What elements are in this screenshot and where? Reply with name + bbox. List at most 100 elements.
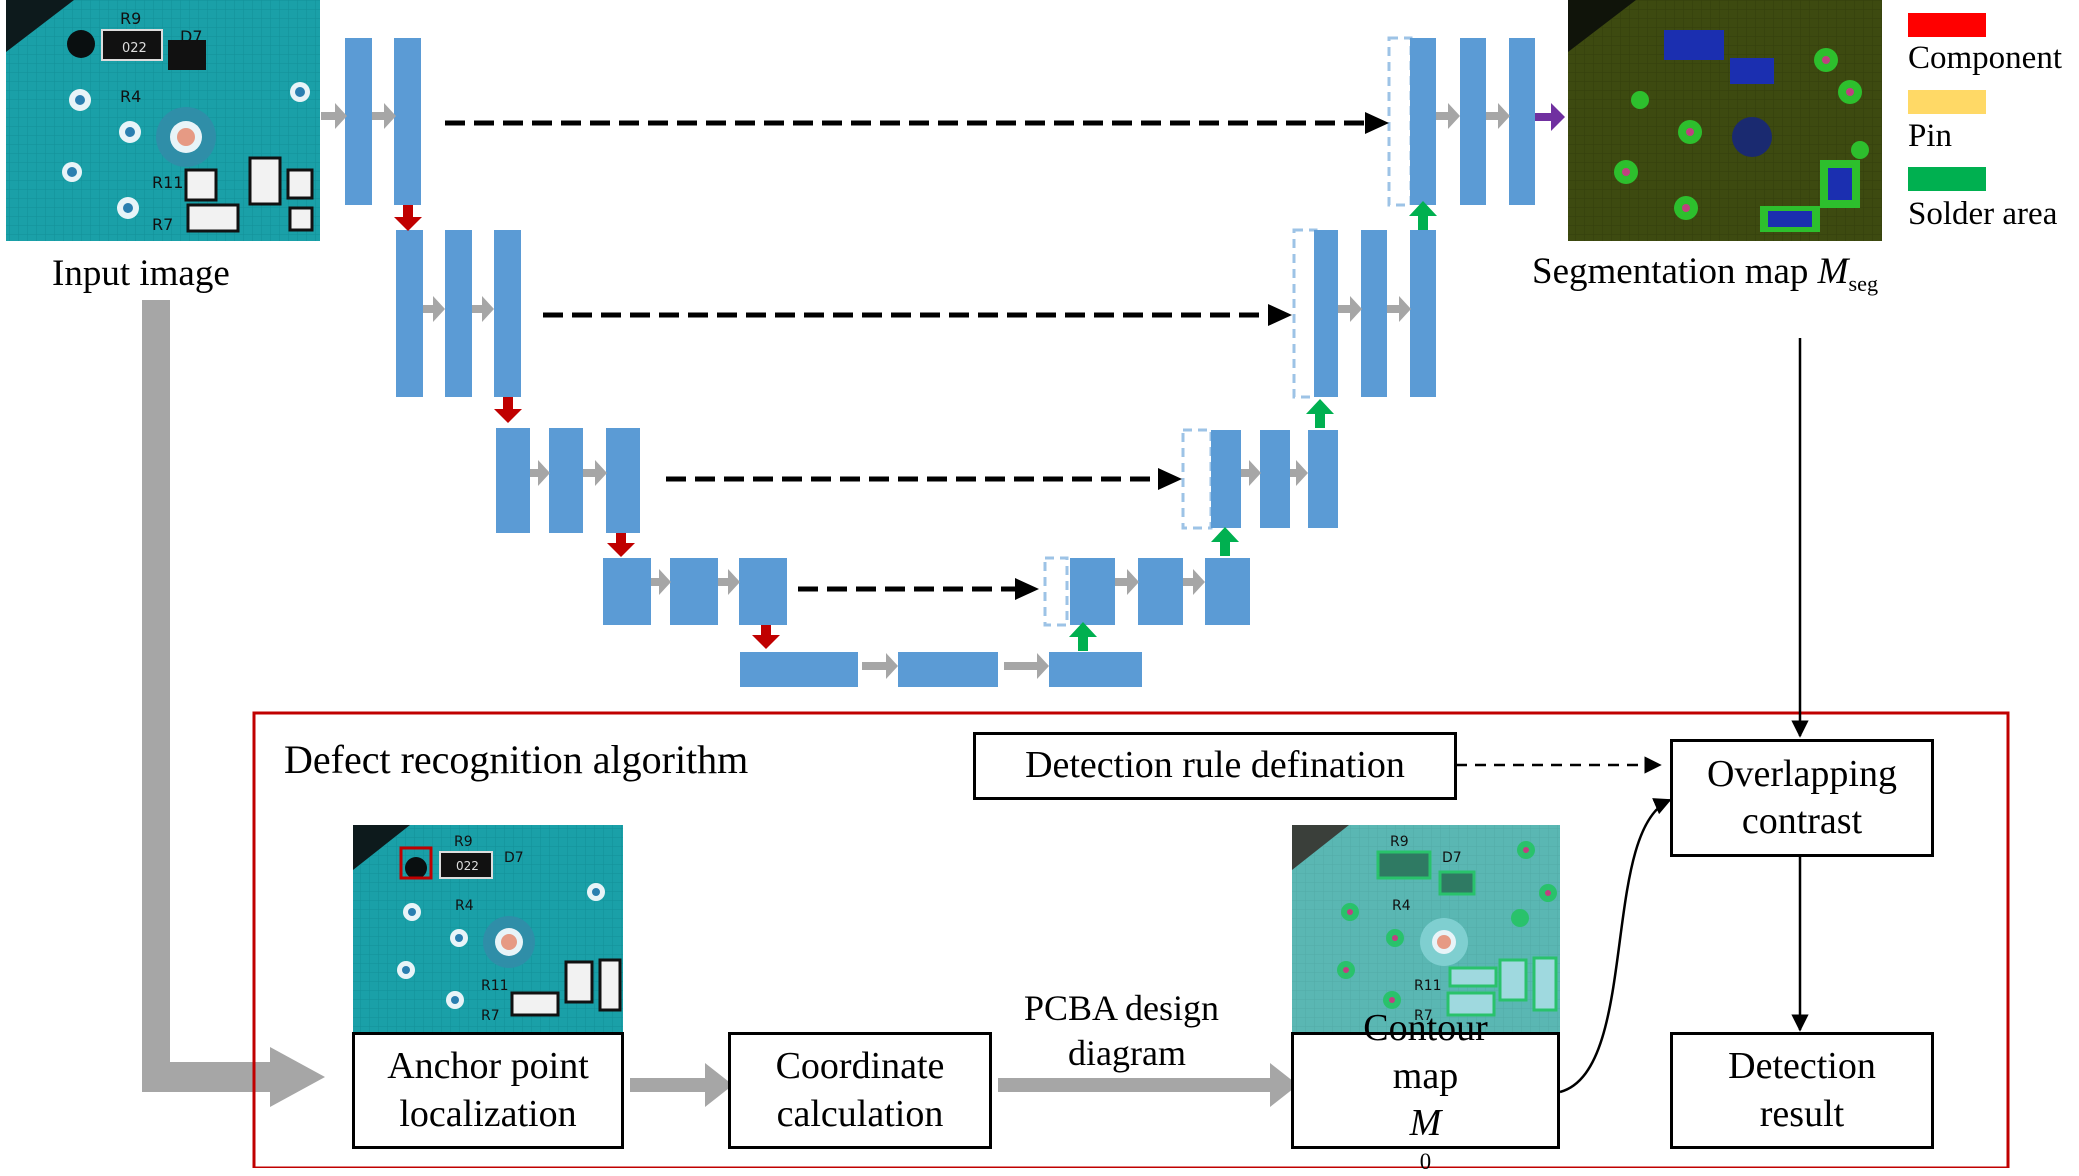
- feature-block: [1460, 38, 1486, 205]
- segmentation-map-thumbnail: [1568, 0, 1882, 241]
- skip-concat-outline: [1043, 556, 1069, 627]
- chip-label: R9: [454, 834, 473, 850]
- skip-connections: [445, 120, 1365, 592]
- input-image-thumbnail: R9 D7 R4 R11 R7 022: [6, 0, 320, 241]
- feature-block: [345, 38, 372, 205]
- overlap-box-line2: contrast: [1741, 800, 1863, 842]
- feature-block: [1260, 430, 1290, 528]
- feature-block: [606, 428, 640, 533]
- coordinate-box-line2: calculation: [776, 1092, 944, 1135]
- contour-box-symbol: M: [1409, 1102, 1442, 1145]
- flow-arrows: [142, 300, 1298, 1107]
- feature-block: [1308, 430, 1338, 528]
- contour-box-subscript: 0: [1419, 1148, 1432, 1174]
- legend-swatch-pin: [1908, 90, 1986, 114]
- contour-map-box: Contour map M 0: [1291, 1007, 1560, 1174]
- result-box-line1: Detection: [1728, 1045, 1876, 1087]
- result-box-line2: result: [1759, 1092, 1845, 1135]
- chip-label: R9: [120, 9, 141, 28]
- defect-recognition-title: Defect recognition algorithm: [284, 737, 749, 782]
- anchor-marker: [399, 846, 433, 880]
- upsample-arrows: [1069, 201, 1437, 651]
- design-diagram-label-line2: diagram: [1068, 1033, 1186, 1073]
- input-to-anchor-arrow: [142, 300, 325, 1107]
- legend-label-component: Component: [1908, 40, 2062, 76]
- detection-result-box: Detection result: [1670, 1032, 1934, 1149]
- feature-block: [1410, 230, 1436, 397]
- chip-label: R7: [481, 1008, 500, 1024]
- contour-box-line1: Contour: [1363, 1007, 1488, 1050]
- feature-block: [1410, 38, 1436, 205]
- coordinate-to-contour-arrow: [998, 1063, 1298, 1107]
- chip-label: R4: [1392, 898, 1411, 914]
- chip-label: R7: [1414, 1008, 1433, 1024]
- legend-label-pin: Pin: [1908, 118, 1953, 154]
- chip-label: D7: [504, 850, 524, 866]
- chip-label: R4: [120, 87, 141, 106]
- anchor-point-localization-box: Anchor point localization: [352, 1032, 624, 1149]
- anchor-box-line2: localization: [399, 1092, 577, 1135]
- coordinate-calculation-box: Coordinate calculation: [728, 1032, 992, 1149]
- conv-arrows: [321, 103, 1510, 679]
- chip-label: R11: [481, 978, 509, 994]
- feature-block: [1205, 558, 1250, 625]
- chip-label: R11: [1414, 978, 1442, 994]
- feature-block: [396, 230, 423, 397]
- segmentation-map-symbol: M: [1817, 251, 1849, 292]
- overlap-box-line1: Overlapping: [1707, 752, 1897, 795]
- skip-concat-outline: [1292, 228, 1318, 399]
- contour-box-prefix: map: [1392, 1054, 1459, 1097]
- chip-label: 022: [456, 859, 479, 873]
- control-arrows: [1456, 338, 1809, 1094]
- defect-recognition-frame: [252, 711, 2010, 1168]
- feature-block: [1314, 230, 1338, 397]
- design-diagram-label-line1: PCBA design: [1024, 988, 1220, 1028]
- feature-block: [394, 38, 421, 205]
- chip-label: 022: [122, 41, 147, 56]
- chip-label: D7: [180, 27, 203, 46]
- downsample-arrows: [394, 205, 780, 649]
- feature-block: [670, 558, 718, 625]
- feature-block: [549, 428, 583, 533]
- feature-block: [1211, 430, 1241, 528]
- skip-concat-outline: [1387, 36, 1413, 207]
- bottleneck-block: [898, 652, 998, 687]
- segmentation-map-prefix: Segmentation map: [1532, 251, 1818, 292]
- feature-block: [445, 230, 472, 397]
- input-image-label: Input image: [52, 253, 230, 294]
- anchor-to-coordinate-arrow: [630, 1063, 733, 1107]
- feature-block: [494, 230, 521, 397]
- segmentation-map-subscript: seg: [1848, 270, 1879, 296]
- anchor-box-line1: Anchor point: [387, 1045, 589, 1087]
- bottleneck-block: [740, 652, 858, 687]
- segmentation-map-label: Segmentation map Mseg: [1532, 253, 1878, 295]
- chip-label: D7: [1442, 850, 1462, 866]
- coordinate-box-line1: Coordinate: [775, 1045, 945, 1087]
- output-arrow: [1535, 103, 1565, 131]
- feature-block: [603, 558, 651, 625]
- legend-label-solder-area: Solder area: [1908, 196, 2058, 232]
- chip-label: R4: [455, 898, 474, 914]
- anchor-image-thumbnail: R9 D7 R4 R11 R7 022: [353, 825, 623, 1032]
- legend-swatch-solder-area: [1908, 167, 1986, 191]
- rule-box-line1: Detection rule defination: [1025, 744, 1405, 787]
- feature-block: [1361, 230, 1387, 397]
- skip-concat-outline: [1181, 428, 1213, 530]
- detection-rule-box: Detection rule defination: [973, 732, 1457, 800]
- feature-block: [1509, 38, 1535, 205]
- overlapping-contrast-box: Overlapping contrast: [1670, 739, 1934, 857]
- unet-architecture: [345, 36, 1535, 687]
- chip-label: R9: [1390, 834, 1409, 850]
- contour-image-thumbnail: R9 D7 R4 R11 R7: [1292, 825, 1560, 1032]
- contour-box-line2: map M 0: [1393, 1053, 1458, 1176]
- feature-block: [1070, 558, 1115, 625]
- bottleneck-block: [1049, 652, 1142, 687]
- feature-block: [1138, 558, 1183, 625]
- contour-to-overlap-arrow: [1559, 798, 1672, 1094]
- feature-block: [496, 428, 530, 533]
- chip-label: R7: [152, 215, 173, 234]
- legend-swatch-component: [1908, 13, 1986, 37]
- chip-label: R11: [152, 173, 183, 192]
- feature-block: [739, 558, 787, 625]
